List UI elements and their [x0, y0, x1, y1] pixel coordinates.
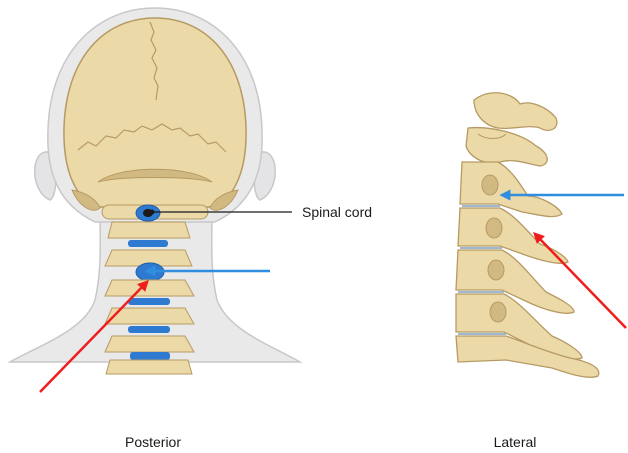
posterior-label: Posterior — [125, 434, 181, 450]
spinal-cord-leader-dot — [150, 210, 155, 215]
spinal-cord-label: Spinal cord — [302, 204, 372, 220]
atlas-vertebra — [474, 93, 557, 131]
lateral-view: Lateral — [456, 93, 626, 450]
posterior-view: Spinal cord Posterior — [10, 8, 372, 450]
axis-vertebra — [466, 128, 547, 166]
lateral-red-arrow — [537, 236, 626, 328]
lateral-label: Lateral — [494, 434, 537, 450]
